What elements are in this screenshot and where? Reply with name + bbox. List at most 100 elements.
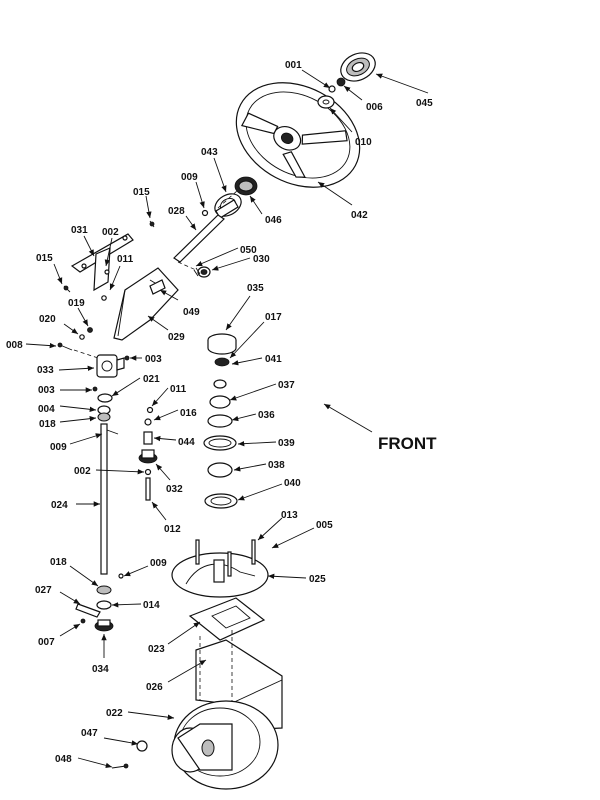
callout-045: 045 bbox=[375, 73, 433, 109]
callout-023: 023 bbox=[148, 621, 201, 655]
svg-text:033: 033 bbox=[37, 365, 54, 376]
callout-039: 039 bbox=[237, 438, 295, 449]
svg-text:041: 041 bbox=[265, 354, 282, 365]
small-bracket bbox=[149, 279, 166, 295]
bushing bbox=[96, 585, 112, 595]
steering-wheel bbox=[235, 82, 361, 188]
washer bbox=[146, 406, 154, 414]
washer bbox=[213, 379, 227, 389]
svg-text:015: 015 bbox=[133, 187, 150, 198]
bolt bbox=[195, 539, 200, 565]
svg-text:021: 021 bbox=[143, 374, 160, 385]
callout-016: 016 bbox=[153, 408, 197, 421]
collar bbox=[97, 393, 113, 403]
callout-026: 026 bbox=[146, 659, 207, 693]
callout-018-top: 018 bbox=[39, 416, 97, 430]
nut bbox=[80, 618, 86, 624]
nut bbox=[87, 327, 93, 333]
svg-text:049: 049 bbox=[183, 307, 200, 318]
callout-004: 004 bbox=[38, 404, 97, 415]
bearing-cup bbox=[207, 414, 233, 428]
cotter-pin bbox=[118, 573, 124, 579]
callout-007: 007 bbox=[38, 623, 81, 648]
svg-text:030: 030 bbox=[253, 254, 270, 265]
spring-bearing bbox=[193, 266, 211, 278]
svg-text:006: 006 bbox=[366, 102, 383, 113]
callout-020: 020 bbox=[39, 314, 79, 335]
screw bbox=[63, 285, 71, 293]
svg-text:037: 037 bbox=[278, 380, 295, 391]
svg-text:020: 020 bbox=[39, 314, 56, 325]
callout-030: 030 bbox=[211, 254, 270, 271]
svg-text:001: 001 bbox=[285, 60, 302, 71]
svg-text:026: 026 bbox=[146, 682, 163, 693]
callout-050: 050 bbox=[195, 245, 257, 267]
seal bbox=[203, 435, 237, 451]
callout-027: 027 bbox=[35, 585, 81, 605]
callout-008: 008 bbox=[6, 340, 57, 351]
callout-002-mid: 002 bbox=[74, 466, 145, 477]
callout-040: 040 bbox=[237, 478, 301, 501]
screw bbox=[149, 220, 155, 228]
svg-text:031: 031 bbox=[71, 225, 88, 236]
callout-044: 044 bbox=[153, 435, 195, 448]
callout-043: 043 bbox=[201, 147, 227, 193]
dust-seal bbox=[204, 493, 238, 509]
svg-text:002: 002 bbox=[74, 466, 91, 477]
svg-text:013: 013 bbox=[281, 510, 298, 521]
callout-009-bottom: 009 bbox=[123, 558, 167, 577]
bolt bbox=[227, 551, 232, 577]
callout-006: 006 bbox=[343, 85, 383, 113]
svg-text:027: 027 bbox=[35, 585, 52, 596]
svg-text:011: 011 bbox=[117, 254, 134, 265]
nut bbox=[336, 77, 346, 87]
callout-003-right: 003 bbox=[130, 354, 162, 365]
svg-text:032: 032 bbox=[166, 484, 183, 495]
svg-text:009: 009 bbox=[50, 442, 67, 453]
callout-010: 010 bbox=[329, 107, 372, 148]
svg-text:047: 047 bbox=[81, 728, 98, 739]
svg-text:008: 008 bbox=[6, 340, 23, 351]
callout-014: 014 bbox=[111, 600, 160, 611]
callout-017: 017 bbox=[229, 312, 282, 359]
svg-text:028: 028 bbox=[168, 206, 185, 217]
callout-033: 033 bbox=[37, 365, 95, 376]
drive-gear bbox=[138, 449, 158, 464]
svg-text:048: 048 bbox=[55, 754, 72, 765]
small-washer bbox=[328, 85, 336, 93]
svg-text:046: 046 bbox=[265, 215, 282, 226]
svg-text:024: 024 bbox=[51, 500, 68, 511]
callout-005: 005 bbox=[271, 520, 333, 549]
callout-019: 019 bbox=[68, 298, 89, 327]
callout-029: 029 bbox=[147, 315, 185, 343]
castle-nut bbox=[214, 357, 230, 367]
svg-text:009: 009 bbox=[150, 558, 167, 569]
callout-041: 041 bbox=[231, 354, 282, 366]
svg-text:044: 044 bbox=[178, 437, 195, 448]
callout-025: 025 bbox=[267, 573, 326, 585]
svg-text:025: 025 bbox=[309, 574, 326, 585]
svg-text:050: 050 bbox=[240, 245, 257, 256]
svg-text:002: 002 bbox=[102, 227, 119, 238]
callout-031: 031 bbox=[71, 225, 95, 257]
svg-text:007: 007 bbox=[38, 637, 55, 648]
sleeve bbox=[143, 431, 153, 445]
svg-text:015: 015 bbox=[36, 253, 53, 264]
svg-text:029: 029 bbox=[168, 332, 185, 343]
dust-cap bbox=[207, 333, 237, 355]
callout-011-top: 011 bbox=[109, 254, 134, 291]
svg-text:016: 016 bbox=[180, 408, 197, 419]
pin bbox=[145, 477, 151, 501]
svg-text:003: 003 bbox=[38, 385, 55, 396]
callout-009-mid: 009 bbox=[50, 433, 103, 453]
callout-015-top: 015 bbox=[133, 187, 152, 219]
callout-046: 046 bbox=[249, 195, 282, 226]
column-bearing bbox=[214, 193, 242, 219]
front-direction-label: FRONT bbox=[378, 434, 437, 453]
horn-cap-emblem bbox=[340, 52, 376, 82]
svg-text:014: 014 bbox=[143, 600, 160, 611]
mounting-bracket bbox=[70, 233, 134, 292]
spacer bbox=[96, 600, 112, 610]
svg-text:036: 036 bbox=[258, 410, 275, 421]
